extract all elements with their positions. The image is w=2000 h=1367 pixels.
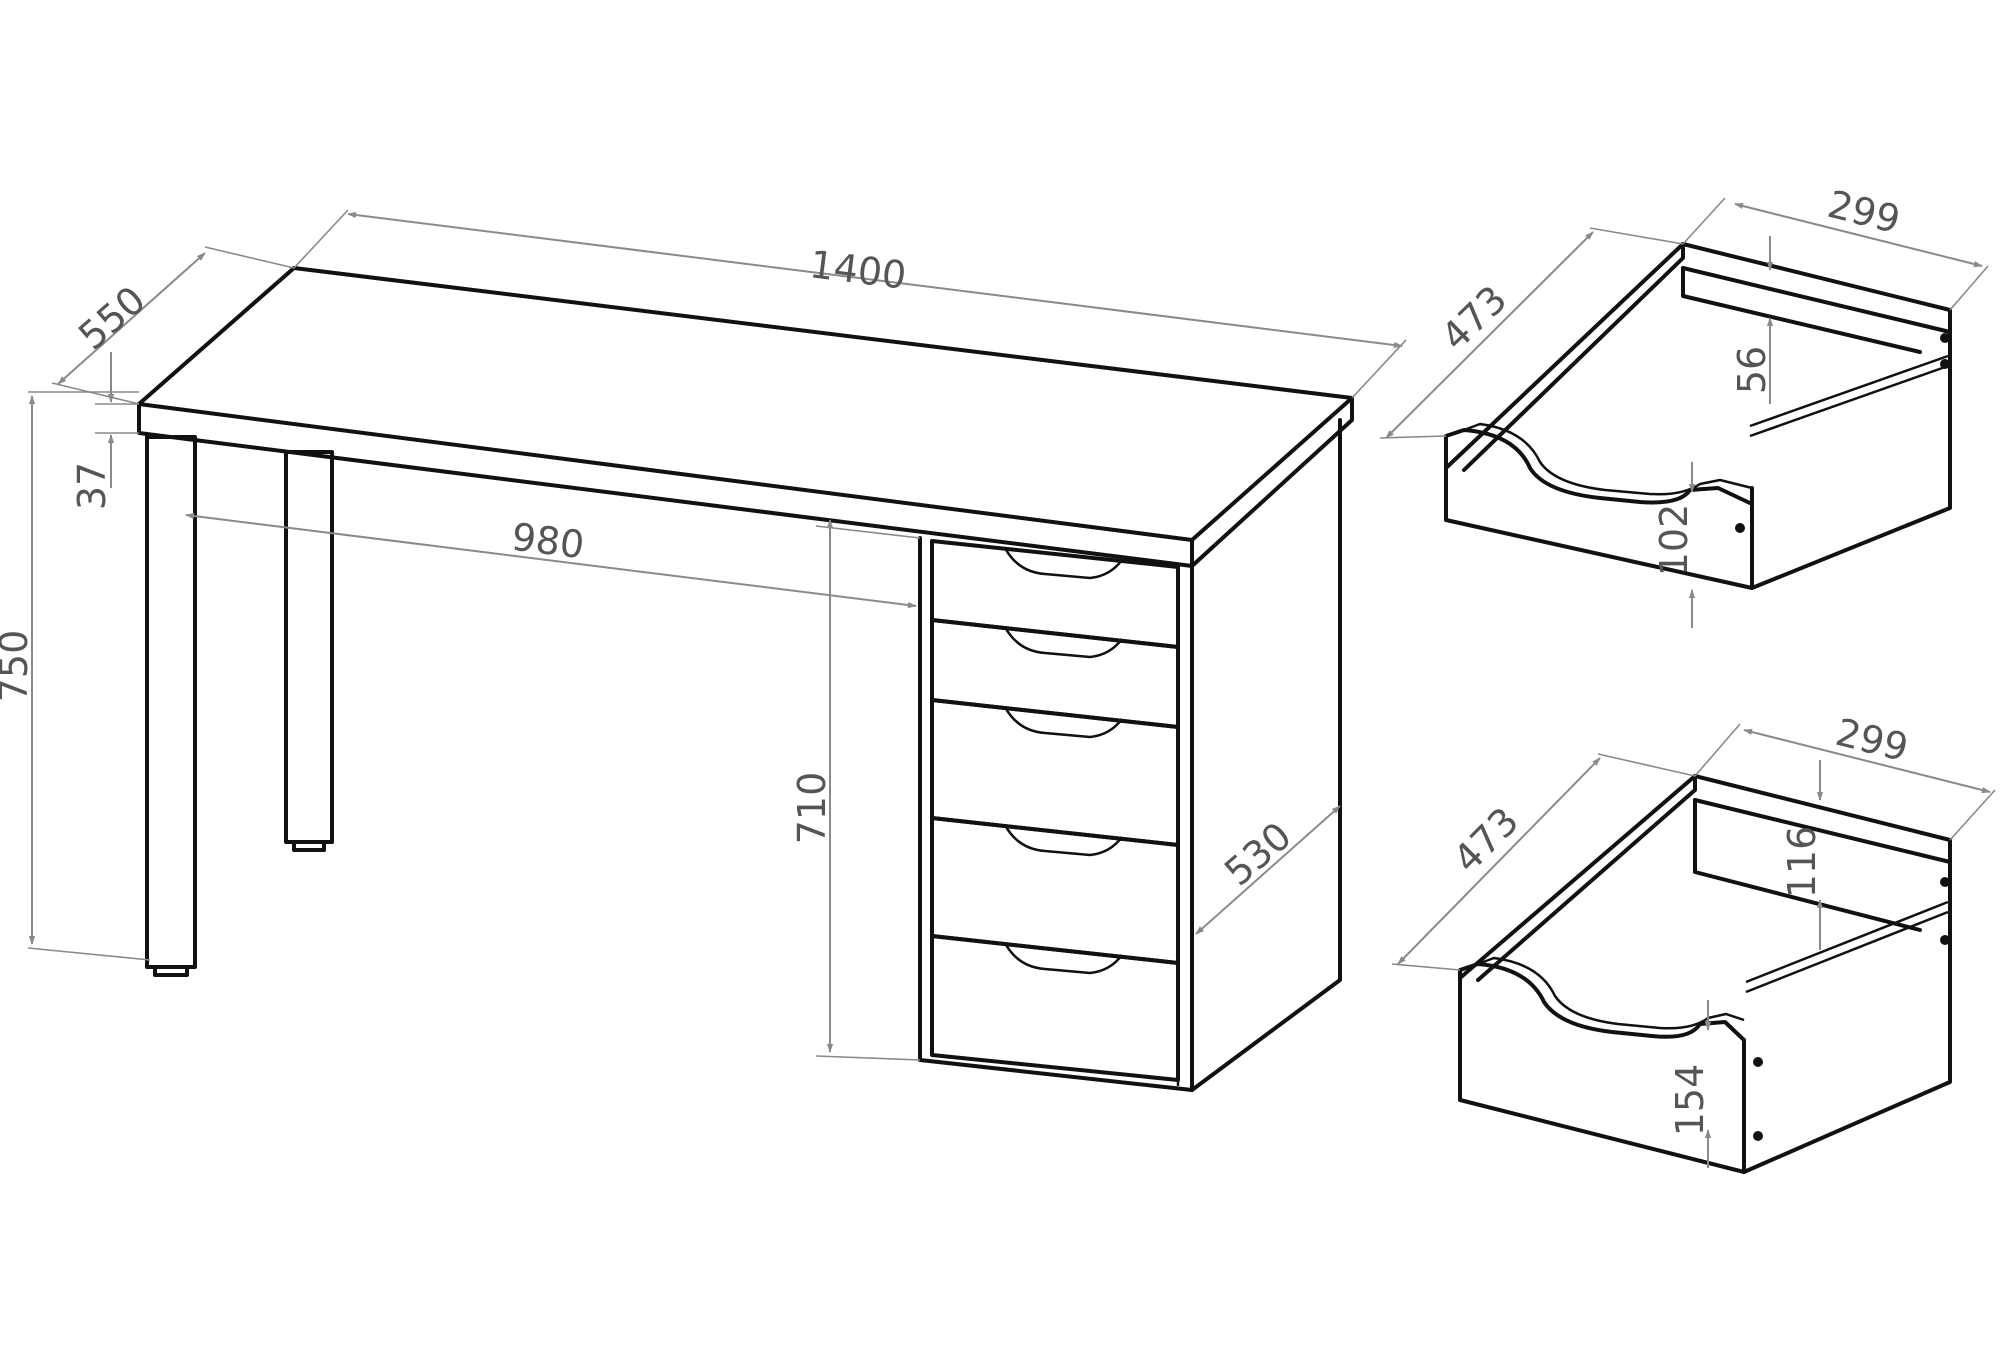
front-left-leg bbox=[145, 435, 197, 969]
desk bbox=[137, 266, 1354, 1092]
drawer-handle bbox=[1003, 706, 1123, 739]
rear-left-leg-foot bbox=[292, 840, 326, 852]
large-drawer-screw-hole bbox=[1940, 877, 1950, 887]
dimension-label-small-drawer-inner-height: 56 bbox=[1730, 346, 1774, 394]
small-drawer-back bbox=[1681, 242, 1952, 334]
dimension-line-width bbox=[347, 211, 1403, 349]
dimension-line-cabinet-depth bbox=[1195, 805, 1341, 935]
front-left-leg-foot bbox=[153, 965, 189, 977]
dimension-label-small-drawer-length: 473 bbox=[1433, 277, 1516, 359]
dimension-label-large-drawer-width: 299 bbox=[1831, 710, 1912, 770]
tabletop-top-face bbox=[137, 266, 1354, 542]
small-drawer-left-side bbox=[1444, 242, 1685, 472]
cabinet-front-frame bbox=[918, 536, 1194, 1092]
dimension-label-large-drawer-length: 473 bbox=[1445, 799, 1527, 881]
small-drawer-screw-hole bbox=[1735, 523, 1745, 533]
small-drawer-front-top-edge bbox=[1463, 422, 1753, 496]
cabinet-drawer-5 bbox=[930, 934, 1180, 1082]
dimension-label-cabinet-depth: 530 bbox=[1216, 814, 1300, 895]
dimension-line-depth bbox=[57, 252, 206, 385]
large-drawer-screw-hole bbox=[1753, 1131, 1763, 1141]
dimension-label-top-thickness: 37 bbox=[70, 462, 114, 510]
small-drawer-screw-hole bbox=[1940, 359, 1950, 369]
cabinet-drawer-2 bbox=[930, 618, 1180, 729]
drawer-handle bbox=[1003, 547, 1123, 580]
small-drawer-runner bbox=[1749, 354, 1949, 438]
large-drawer-screw-hole bbox=[1753, 1057, 1763, 1067]
drawer-handle bbox=[1003, 824, 1123, 857]
dimension-label-height: 750 bbox=[0, 630, 36, 703]
dimension-label-leg-span: 980 bbox=[509, 515, 586, 568]
dimension-label-width: 1400 bbox=[807, 242, 908, 298]
drawer-handle bbox=[1003, 942, 1123, 975]
dimension-label-small-drawer-front-height: 102 bbox=[1652, 504, 1696, 577]
cabinet-side bbox=[1190, 418, 1342, 1092]
small-drawer bbox=[1444, 242, 1952, 590]
large-drawer-runner bbox=[1745, 900, 1949, 994]
desk-dimensions: 1400 550 37 750 980 710 530 bbox=[0, 209, 1407, 1061]
dimension-label-large-drawer-inner-height: 116 bbox=[1780, 826, 1824, 899]
cabinet-drawer-1 bbox=[930, 539, 1180, 649]
large-drawer-front bbox=[1458, 962, 1746, 1174]
large-drawer-front-top-edge bbox=[1477, 956, 1745, 1030]
dimension-line-leg-span bbox=[185, 512, 917, 609]
small-drawer-inner-back bbox=[1681, 266, 1922, 354]
drawer-handle bbox=[1003, 626, 1123, 659]
large-drawer-inner-back bbox=[1693, 798, 1922, 932]
small-drawer-screw-hole bbox=[1940, 333, 1950, 343]
dimension-label-large-drawer-front-height: 154 bbox=[1668, 1064, 1712, 1137]
rear-left-leg bbox=[284, 450, 334, 844]
large-drawer-right-side bbox=[1742, 838, 1952, 1174]
dimension-label-depth: 550 bbox=[70, 278, 154, 359]
tabletop-side-edge bbox=[1190, 396, 1354, 568]
dimension-label-cabinet-height: 710 bbox=[790, 772, 834, 845]
dimension-label-small-drawer-width: 299 bbox=[1823, 182, 1904, 242]
small-drawer-front bbox=[1444, 428, 1754, 590]
large-drawer-screw-hole bbox=[1940, 935, 1950, 945]
tabletop-front-edge bbox=[137, 402, 1194, 568]
